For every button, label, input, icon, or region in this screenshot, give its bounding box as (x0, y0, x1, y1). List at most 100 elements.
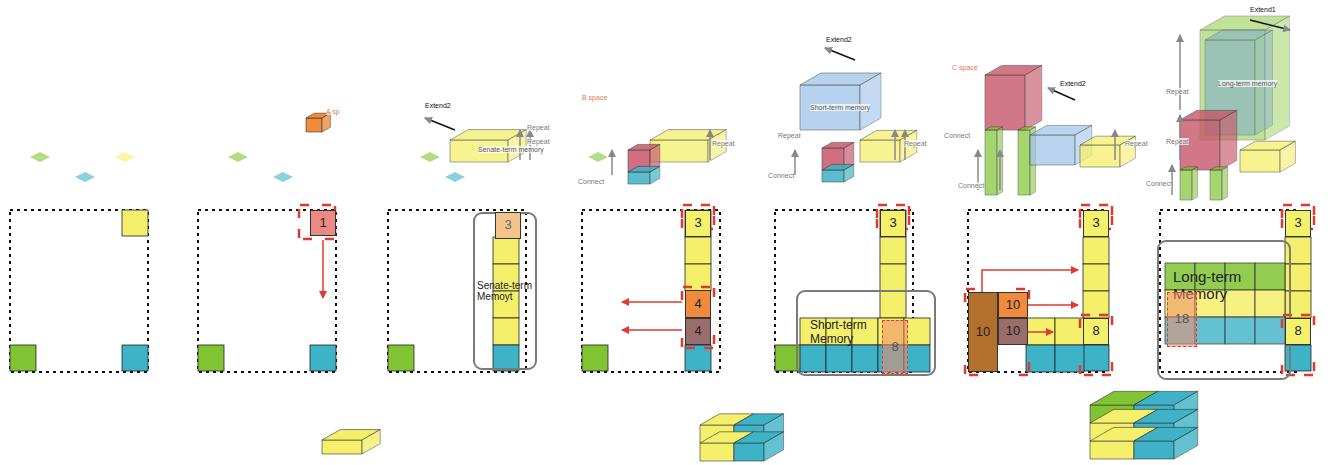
iso-block (1210, 170, 1222, 200)
numbered-cell: 3 (880, 210, 906, 237)
plan-cell (1285, 237, 1311, 264)
numbered-cell: 10 (968, 292, 998, 372)
plan-cell (582, 345, 608, 371)
iso-block (844, 164, 854, 182)
iso-block (700, 443, 734, 461)
iso-block (985, 130, 997, 195)
memory-zone: Short-term Memory8 (796, 290, 936, 376)
annotation-label: Short-term memory (810, 104, 870, 111)
numbered-cell: 18 (1167, 292, 1197, 347)
annotation-label: Extend2 (826, 36, 852, 43)
iso-block (985, 75, 1025, 130)
cell-number: 3 (694, 216, 701, 231)
iso-block (860, 140, 900, 162)
cell-number: 3 (889, 216, 896, 231)
zone-label: Short-term Memory (810, 319, 880, 347)
plan-cell (880, 291, 906, 318)
plan-cell (122, 345, 148, 371)
plan-cell (10, 345, 36, 371)
cell-number: 3 (504, 218, 511, 233)
iso-block (822, 170, 844, 182)
plan-cell (880, 210, 906, 237)
cell-number: 3 (1294, 216, 1301, 231)
cell-number: 10 (976, 325, 990, 340)
site-outline (198, 210, 336, 372)
numbered-cell: 10 (998, 318, 1028, 345)
numbered-cell: 1 (310, 210, 336, 236)
iso-block (1090, 441, 1134, 459)
plan-cell (685, 210, 711, 237)
move-arrow (1179, 35, 1181, 110)
numbered-cell: 4 (685, 290, 711, 318)
plan-cell (1083, 264, 1109, 291)
highlight-bracket (682, 287, 714, 348)
iso-block (764, 432, 784, 461)
iso-block (1180, 170, 1192, 200)
site-marker (30, 152, 50, 162)
move-arrow (982, 270, 1078, 292)
move-arrow (825, 48, 855, 60)
plan-cell (1255, 317, 1285, 344)
site-marker (228, 152, 248, 162)
annotation-label: B space (582, 94, 607, 101)
annotation-label: Repeat (527, 138, 550, 145)
memory-zone: Long-term Memory18 (1157, 240, 1291, 380)
annotation-label: A sp (326, 108, 340, 115)
plan-cell (852, 345, 878, 372)
plan-cell (1255, 290, 1285, 317)
plan-cell (1026, 345, 1055, 372)
move-arrow (425, 118, 455, 130)
highlight-bracket (1282, 315, 1314, 375)
iso-block (650, 166, 660, 184)
annotation-label: Long-term memory (1218, 80, 1277, 87)
move-arrow (709, 130, 711, 160)
iso-block (1030, 135, 1075, 165)
iso-block (1134, 441, 1174, 459)
iso-block (362, 430, 380, 454)
iso-block (1025, 65, 1042, 130)
annotation-label: Connect (1146, 180, 1172, 187)
numbered-cell: 10 (998, 292, 1028, 318)
highlight-bracket (965, 289, 1029, 375)
plan-cell (880, 237, 906, 264)
numbered-cell: 8 (1083, 318, 1109, 345)
plan-cell (388, 345, 414, 371)
iso-block (997, 127, 1003, 195)
plan-cell (685, 237, 711, 264)
annotation-label: Connect (768, 172, 794, 179)
move-arrow (999, 150, 1001, 190)
site-marker (588, 152, 608, 162)
site-marker (115, 152, 135, 162)
plan-cell (1225, 317, 1255, 344)
cell-number: 8 (1294, 324, 1301, 339)
move-arrow (529, 130, 531, 160)
move-arrow (622, 329, 682, 331)
move-arrow (1048, 88, 1075, 100)
plan-cell (1285, 264, 1311, 291)
plan-cell (1083, 345, 1109, 371)
cell-number: 4 (694, 324, 701, 339)
plan-cell (1285, 345, 1311, 371)
plan-cell (493, 237, 519, 264)
plan-cell (493, 318, 519, 345)
annotation-label: Connect (578, 178, 604, 185)
iso-block (1192, 167, 1198, 200)
iso-block (1240, 150, 1280, 172)
iso-block (1180, 120, 1220, 170)
cell-number: 1 (319, 216, 326, 231)
annotation-label: Connect (958, 182, 984, 189)
annotation-label: Extend1 (1250, 6, 1276, 13)
site-marker (445, 172, 465, 182)
move-arrow (794, 150, 796, 175)
site-marker (273, 172, 293, 182)
annotation-label: C space (952, 64, 978, 71)
iso-block (322, 113, 330, 132)
iso-block (1222, 167, 1228, 200)
iso-block (1220, 110, 1237, 170)
plan-cell (122, 210, 148, 236)
zone-label: Senate-term Memoyt (477, 280, 533, 303)
annotation-label: Connect (944, 132, 970, 139)
move-arrow (894, 130, 896, 160)
